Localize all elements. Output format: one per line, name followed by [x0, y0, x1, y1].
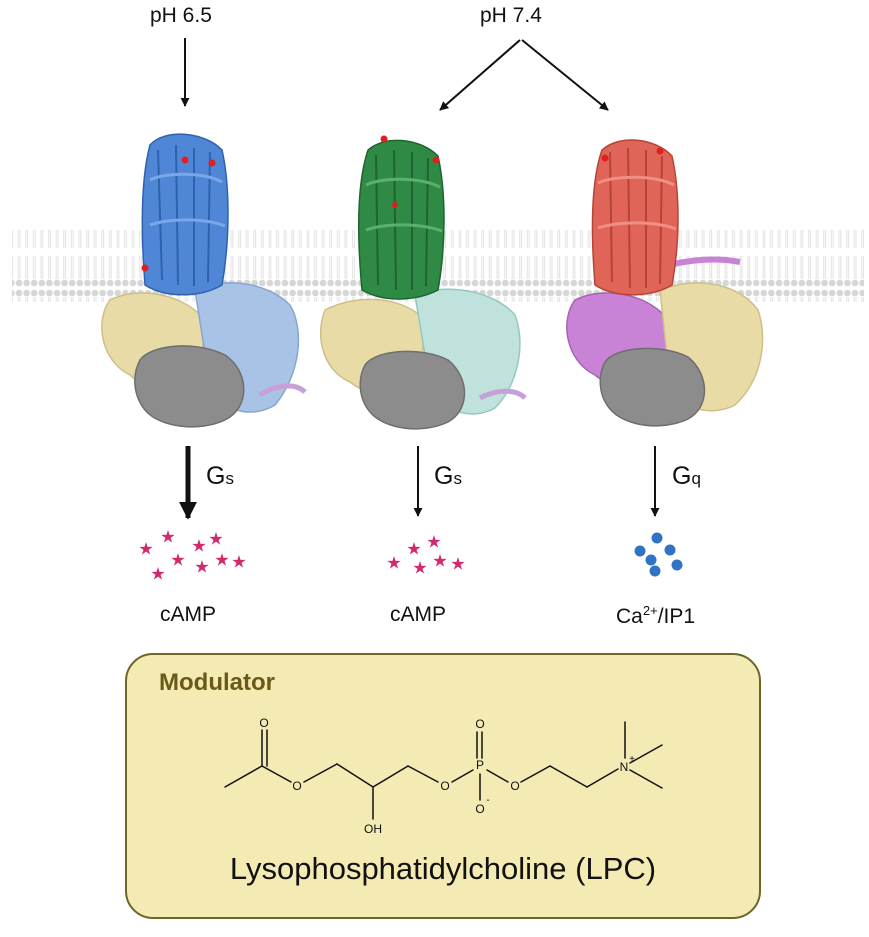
- atom-oh: OH: [364, 822, 382, 836]
- arrow-ph74-right: [521, 39, 609, 111]
- receptor-complex-2: [319, 135, 527, 430]
- atom-o-minus: -: [486, 795, 489, 806]
- camp-stars-left: [139, 530, 246, 580]
- atom-o-p-left: O: [440, 779, 449, 793]
- receptor-complex-1: [101, 133, 307, 428]
- atom-o-p-right: O: [510, 779, 519, 793]
- g-protein-label-3: Gq: [672, 462, 701, 490]
- modulator-box: Modulator Lysophosphatidylcholine (LPC): [125, 653, 761, 919]
- modulator-title: Modulator: [159, 669, 275, 696]
- calcium-dots: [634, 532, 683, 577]
- ph-label-right: pH 7.4: [480, 4, 542, 27]
- camp-stars-middle: [387, 535, 465, 574]
- atom-o-ester: O: [292, 779, 301, 793]
- ph-label-left: pH 6.5: [150, 4, 212, 27]
- messenger-label-1: cAMP: [160, 603, 217, 626]
- atom-o-p-bottom: O: [475, 802, 484, 816]
- g-protein-label-1: Gs: [206, 462, 234, 490]
- atom-o-p-top: O: [475, 717, 484, 731]
- messenger-label-2: cAMP: [390, 603, 447, 626]
- atom-n: N: [620, 760, 629, 774]
- atom-n-plus: +: [629, 754, 635, 765]
- atom-o-carbonyl: O: [259, 716, 268, 730]
- arrow-ph74-left: [439, 39, 521, 111]
- receptor-complex-3: [566, 139, 764, 427]
- compound-name: Lysophosphatidylcholine (LPC): [229, 851, 657, 886]
- atom-p: P: [476, 758, 484, 772]
- messenger-label-3: Ca2+/IP1: [616, 603, 696, 628]
- g-protein-label-2: Gs: [434, 462, 462, 490]
